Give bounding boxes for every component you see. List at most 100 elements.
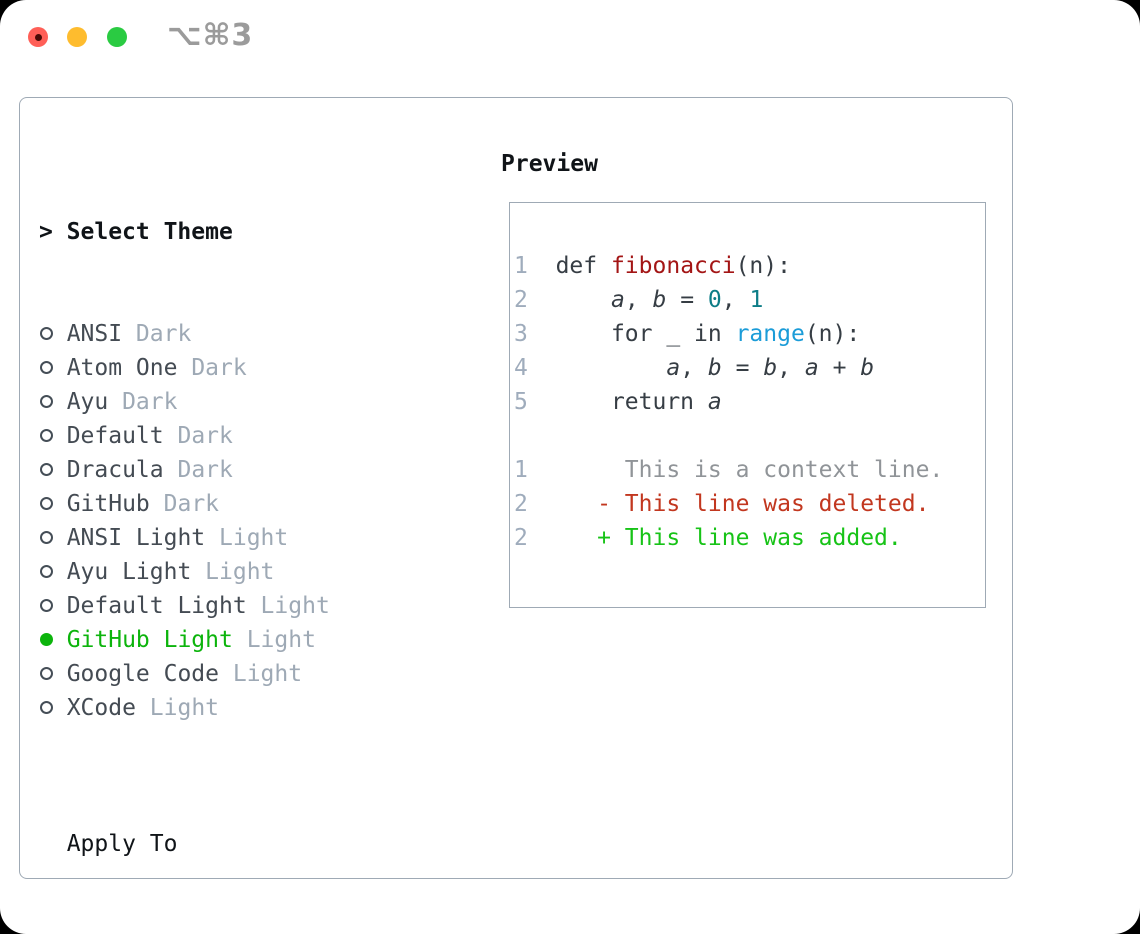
diff-context-line: 1 This is a context line. [514,453,943,487]
theme-variant-tag: Dark [177,355,247,381]
code-token: range [735,321,805,347]
theme-name: XCode [66,695,136,721]
close-button[interactable] [28,27,48,47]
theme-option-ayu[interactable]: Ayu Dark [39,385,499,419]
theme-variant-tag: Dark [149,491,220,517]
theme-name: Ayu [66,389,109,415]
code-token: 0 [707,287,722,313]
select-theme-heading: >Select Theme [39,215,499,249]
theme-variant-tag: Dark [163,423,233,449]
code-token: b [707,355,722,381]
code-token: for _ in [527,321,736,347]
theme-option-github-light[interactable]: GitHub Light Light [39,623,499,657]
radio-icon [40,394,53,408]
line-number: 3 [514,321,528,347]
zoom-button[interactable] [107,27,127,47]
theme-variant-tag: Light [135,695,220,721]
radio-icon [40,530,53,544]
blank-line [514,419,943,453]
radio-icon [40,360,53,374]
code-token: return [527,389,708,415]
theme-variant-tag: Light [191,559,275,585]
line-number: 1 [514,457,528,483]
theme-name: GitHub [66,491,150,517]
apply-to-heading: Apply To [66,831,178,857]
theme-option-github[interactable]: GitHub Dark [39,487,499,521]
theme-option-ansi[interactable]: ANSI Dark [39,317,499,351]
radio-icon [40,700,53,714]
radio-icon [40,496,53,510]
close-button-dot [34,33,42,41]
theme-variant-tag: Dark [108,389,178,415]
radio-icon [40,666,53,680]
theme-option-default[interactable]: Default Dark [39,419,499,453]
theme-option-google-code[interactable]: Google Code Light [39,657,499,691]
code-token: a [804,355,819,381]
window-title-shortcut: ⌥⌘3 [167,18,254,53]
minimize-button[interactable] [67,27,87,47]
preview-heading: Preview [501,151,598,177]
line-number: 5 [514,389,528,415]
theme-option-default-light[interactable]: Default Light Light [39,589,499,623]
theme-variant-tag: Light [232,627,316,653]
theme-variant-tag: Light [246,593,330,619]
code-token [528,355,666,381]
radio-icon [40,462,53,476]
radio-icon [40,564,53,578]
theme-option-atom-one[interactable]: Atom One Dark [39,351,499,385]
code-token: (n): [735,253,791,279]
theme-name: Default [66,423,164,449]
code-line: 3 for _ in range(n): [514,317,943,351]
apply-to-list: User SettingsWorkspace Settings [39,929,499,934]
theme-name: Atom One [66,355,178,381]
apply-option-user-settings[interactable]: User Settings [39,929,499,934]
theme-name: Ayu Light [66,559,192,585]
theme-option-xcode[interactable]: XCode Light [39,691,499,725]
diff-deleted-line: 2 - This line was deleted. [514,487,943,521]
radio-selected-icon [40,632,53,646]
title-bar: ⌥⌘3 [0,0,1140,97]
code-token: b [652,287,667,313]
code-token: + This line was added. [597,525,902,551]
theme-variant-tag: Dark [122,321,192,347]
code-token [528,287,611,313]
code-token: , [624,287,653,313]
code-line: 1 def fibonacci(n): [514,249,943,283]
select-theme-heading-label: Select Theme [66,219,233,245]
code-token: 1 [749,287,764,313]
theme-option-dracula[interactable]: Dracula Dark [39,453,499,487]
theme-variant-tag: Light [205,525,289,551]
theme-option-ansi-light[interactable]: ANSI Light Light [39,521,499,555]
code-token: - This line was deleted. [597,491,930,517]
code-token [528,525,597,551]
code-token: a [610,287,625,313]
line-number: 2 [514,287,528,313]
theme-variant-tag: Dark [163,457,233,483]
radio-icon [40,598,53,612]
code-token: , [721,287,750,313]
code-token [528,457,625,483]
code-token: def [555,253,611,279]
radio-icon [40,428,53,442]
code-token: , [777,355,805,381]
code-token: b [763,355,778,381]
code-token: This is a context line. [624,457,944,483]
theme-variant-tag: Light [219,661,303,687]
line-number: 1 [514,253,528,279]
theme-name: ANSI Light [66,525,206,551]
line-number: 2 [514,525,528,551]
line-number: 2 [514,491,528,517]
code-token: fibonacci [610,253,736,279]
code-token [528,491,597,517]
theme-option-ayu-light[interactable]: Ayu Light Light [39,555,499,589]
theme-name: Default Light [66,593,247,619]
radio-icon [40,326,53,340]
code-line: 5 return a [514,385,943,419]
code-token: a [707,389,722,415]
theme-name: GitHub Light [66,627,233,653]
